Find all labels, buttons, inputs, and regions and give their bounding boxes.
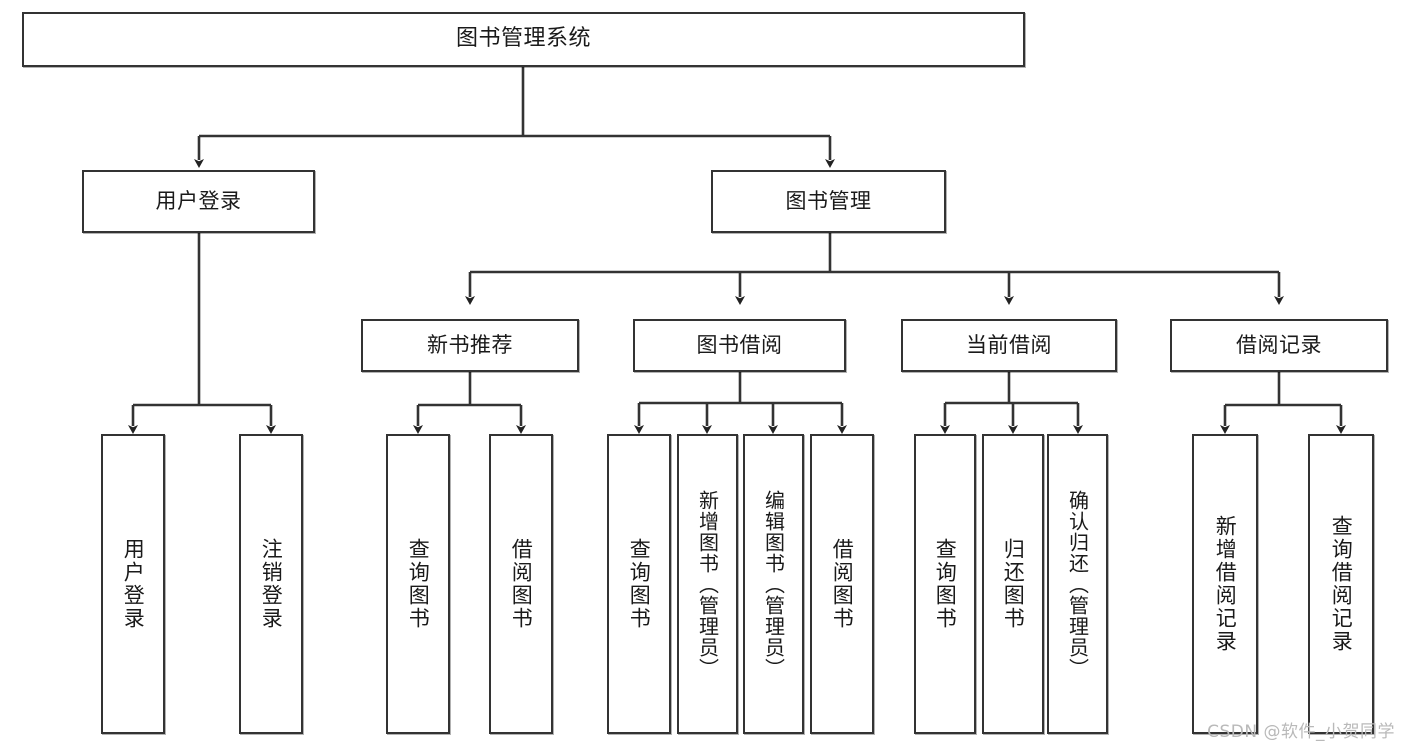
node-leaf-user-login-label: 用户登录 (121, 538, 146, 630)
node-root-label: 图书管理系统 (455, 26, 591, 52)
node-borrow-record[interactable]: 借阅记录 (1170, 319, 1388, 372)
node-leaf-query-book-1[interactable]: 查询图书 (386, 434, 450, 734)
node-leaf-add-record-label: 新增借阅记录 (1213, 515, 1238, 653)
node-book-manage[interactable]: 图书管理 (711, 170, 946, 233)
node-leaf-query-book-1-label: 查询图书 (406, 538, 431, 630)
node-leaf-user-logout-label: 注销登录 (259, 538, 284, 630)
node-leaf-return-book-label: 归还图书 (1001, 538, 1026, 630)
node-current-borrow-label: 当前借阅 (966, 332, 1052, 357)
node-new-book-recommend-label: 新书推荐 (427, 332, 513, 357)
node-leaf-add-record[interactable]: 新增借阅记录 (1192, 434, 1258, 734)
node-leaf-query-record-label: 查询借阅记录 (1329, 515, 1354, 653)
node-leaf-add-book-label: 新增图书（管理员） (695, 489, 720, 679)
node-book-borrow-label: 图书借阅 (696, 332, 783, 357)
node-current-borrow[interactable]: 当前借阅 (901, 319, 1117, 372)
node-leaf-edit-book[interactable]: 编辑图书（管理员） (743, 434, 804, 734)
node-leaf-query-record[interactable]: 查询借阅记录 (1308, 434, 1374, 734)
node-leaf-user-login[interactable]: 用户登录 (101, 434, 165, 734)
node-leaf-edit-book-label: 编辑图书（管理员） (761, 489, 786, 679)
node-leaf-borrow-book-1-label: 借阅图书 (509, 538, 534, 630)
node-leaf-query-book-2-label: 查询图书 (627, 538, 652, 630)
node-new-book-recommend[interactable]: 新书推荐 (361, 319, 579, 372)
node-leaf-query-book-3[interactable]: 查询图书 (914, 434, 976, 734)
node-book-borrow[interactable]: 图书借阅 (633, 319, 846, 372)
node-user-login-label: 用户登录 (155, 188, 242, 213)
node-leaf-confirm-return-label: 确认归还（管理员） (1065, 489, 1090, 679)
node-leaf-borrow-book-1[interactable]: 借阅图书 (489, 434, 553, 734)
node-leaf-query-book-2[interactable]: 查询图书 (607, 434, 671, 734)
node-user-login[interactable]: 用户登录 (82, 170, 315, 233)
node-leaf-query-book-3-label: 查询图书 (933, 538, 958, 630)
node-borrow-record-label: 借阅记录 (1236, 332, 1322, 357)
node-leaf-return-book[interactable]: 归还图书 (982, 434, 1044, 734)
node-leaf-borrow-book-2[interactable]: 借阅图书 (810, 434, 874, 734)
node-leaf-add-book[interactable]: 新增图书（管理员） (677, 434, 738, 734)
node-leaf-confirm-return[interactable]: 确认归还（管理员） (1047, 434, 1108, 734)
node-book-manage-label: 图书管理 (785, 188, 872, 213)
node-leaf-user-logout[interactable]: 注销登录 (239, 434, 303, 734)
node-leaf-borrow-book-2-label: 借阅图书 (830, 538, 855, 630)
csdn-watermark: CSDN @软件_小贺同学 (1207, 722, 1395, 742)
node-root[interactable]: 图书管理系统 (22, 12, 1025, 67)
